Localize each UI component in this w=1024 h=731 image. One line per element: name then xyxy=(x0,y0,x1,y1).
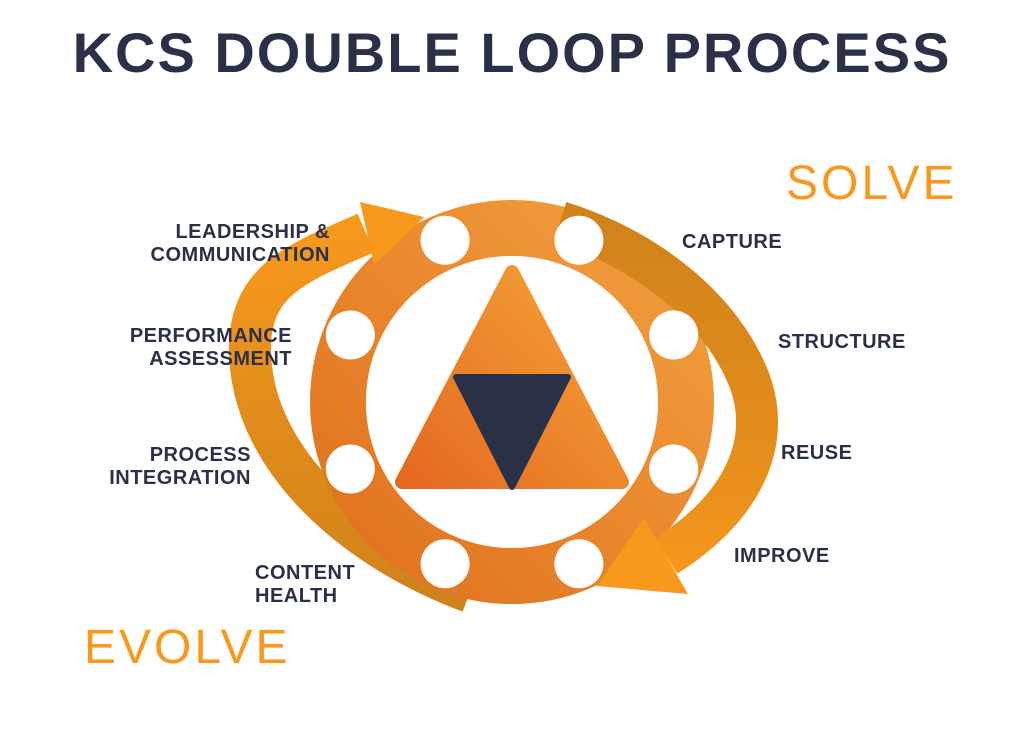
ring-dot xyxy=(325,310,375,360)
ring-dot xyxy=(649,310,699,360)
ring-dot xyxy=(554,215,604,265)
diagram-title: KCS DOUBLE LOOP PROCESS xyxy=(72,21,952,84)
ring-dot xyxy=(554,539,604,589)
step-improve: IMPROVE xyxy=(734,545,830,567)
ring-dot xyxy=(649,444,699,494)
step-leadership-communication: LEADERSHIP & COMMUNICATION xyxy=(150,221,330,266)
solve-loop-label: SOLVE xyxy=(786,157,958,210)
solve-loop-arrow xyxy=(553,201,778,574)
evolve-loop-label: EVOLVE xyxy=(84,621,291,674)
solve-arrowhead-icon xyxy=(597,518,688,594)
process-ring xyxy=(310,200,714,604)
ring-dot xyxy=(325,444,375,494)
ring-dot xyxy=(420,215,470,265)
step-process-integration: PROCESS INTEGRATION xyxy=(109,444,251,489)
step-content-health: CONTENT HEALTH xyxy=(255,562,356,607)
ring-dot xyxy=(420,539,470,589)
evolve-arrowhead-icon xyxy=(360,202,424,265)
step-structure: STRUCTURE xyxy=(778,331,906,353)
step-performance-assessment: PERFORMANCE ASSESSMENT xyxy=(129,325,292,370)
kcs-inner-triangle-icon xyxy=(453,374,571,490)
step-capture: CAPTURE xyxy=(682,231,783,253)
step-reuse: REUSE xyxy=(781,442,853,464)
